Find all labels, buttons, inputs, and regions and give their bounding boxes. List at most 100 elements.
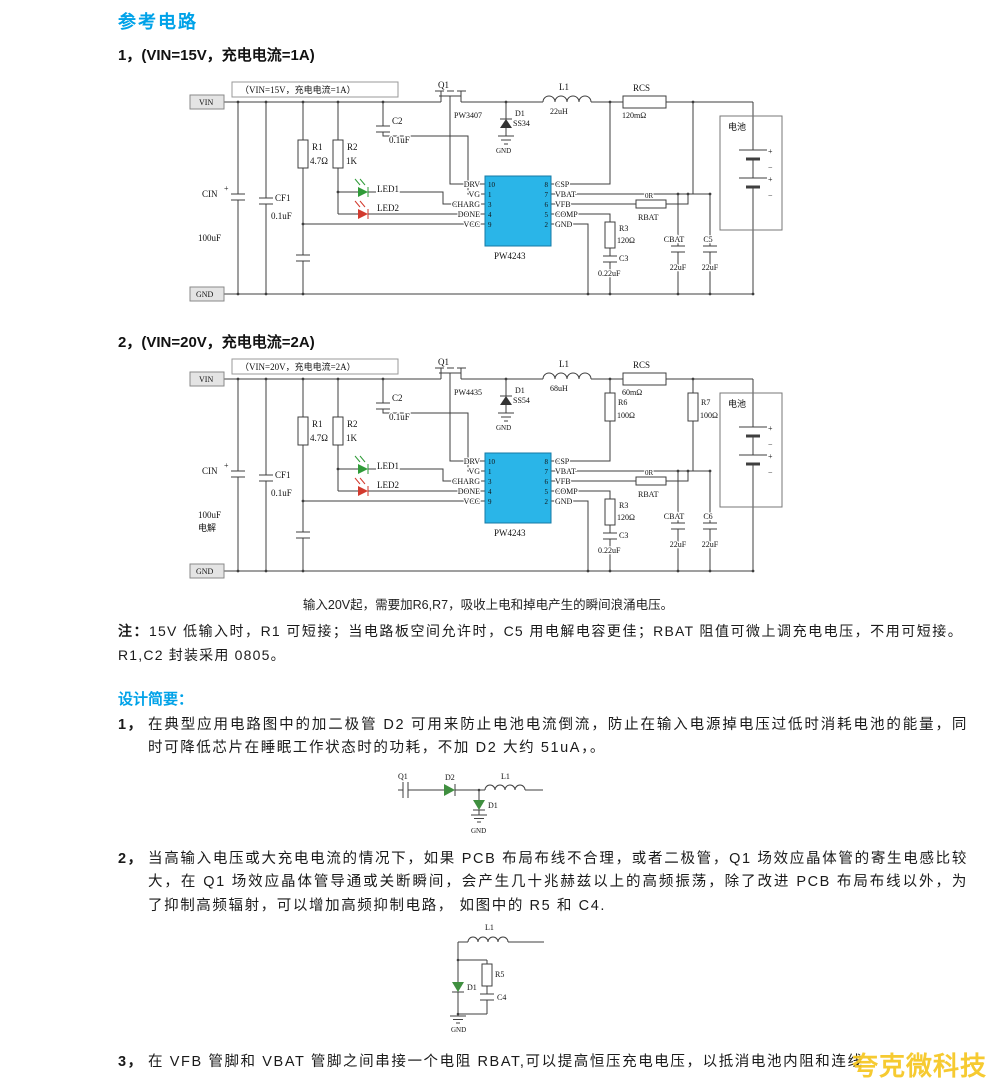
label-l1: L1 [501,772,510,781]
battery-plus-mark: + [768,175,773,184]
ic-pin-name: GND [555,497,573,506]
note-prefix: 注： [118,623,150,639]
label-cout: C5 [703,235,712,244]
resistor-r3-body [604,498,616,526]
label-rbat: RBAT [638,213,659,222]
label-ic-part: PW4243 [494,528,526,538]
ic-body [484,452,552,524]
ic-pin-number: 4 [488,488,492,496]
label-l1-value: 22uH [550,107,568,116]
design-item-3: 3， 在 VFB 管脚和 VBAT 管脚之间串接一个电阻 RBAT,可以提高恒压… [118,1051,968,1074]
cin-polarity-mark: + [224,461,229,470]
battery-plus-mark: + [768,424,773,433]
label-cin-value: 100uF [198,233,221,243]
ic-pin-number: 1 [488,468,492,476]
schematic-caption: （VIN=15V，充电电流=1A） [240,84,356,95]
item2-number: 2， [118,851,144,867]
ic-pin-number: 8 [545,458,549,466]
battery-plus-mark: + [768,147,773,156]
label-rcs: RCS [633,83,650,93]
diode-d1-symbol [500,119,512,128]
note-body: 15V 低输入时，R1 可短接；当电路板空间允许时，C5 用电解电容更佳；RBA… [118,623,963,663]
label-cin-value: 100uF [198,510,221,520]
ic-pin-number: 2 [545,221,549,229]
gnd-terminal [189,563,225,579]
ic-pin-number: 4 [488,211,492,219]
label-c2: C2 [392,116,403,126]
label-q1: Q1 [398,772,408,781]
label-r3: R3 [619,224,628,233]
schematic-caption: （VIN=20V，充电电流=2A） [240,361,356,372]
label-r2: R2 [347,142,358,152]
battery-symbol [719,392,783,508]
label-cout-value: 22uF [702,540,719,549]
battery-minus-mark: − [768,191,773,200]
label-c3: C3 [619,254,628,263]
label-c4: C4 [497,993,506,1002]
ic-pin-number: 5 [545,488,549,496]
resistor-r1-body [297,416,309,446]
label-ic-part: PW4243 [494,251,526,261]
label-c2-value: 0.1uF [389,135,410,145]
application-note: 注：15V 低输入时，R1 可短接；当电路板空间允许时，C5 用电解电容更佳；R… [118,620,963,668]
ic-pin-name: VCC [464,497,480,506]
label-led2: LED2 [377,480,399,490]
ic-pin-number: 1 [488,191,492,199]
page-title: 参考电路 [118,12,198,32]
circuit1-schematic: （VIN=15V，充电电流=1A） VIN GND CIN 100uF + CF… [188,80,788,315]
label-r5: R5 [495,970,504,979]
ic-pin-number: 3 [488,478,492,486]
schematic-wires [224,367,754,572]
label-cbat: CBAT [664,512,685,521]
resistor-r2-body [332,139,344,169]
vin-terminal [189,94,225,110]
ic-body [484,175,552,247]
ic-pin-name: VG [468,190,480,199]
caption-box [231,81,399,98]
label-d2: D2 [445,773,455,782]
section1-heading: 1，(VIN=15V，充电电流=1A) [118,47,315,64]
label-c2: C2 [392,393,403,403]
label-l1: L1 [559,82,569,92]
diagram-d2-protection: Q1 D2 D1 L1 GND [395,770,555,850]
label-d1: D1 [467,983,477,992]
label-d1-gnd: GND [496,424,511,432]
circuit2-schematic: R6 100Ω R7 100Ω [188,357,788,592]
label-r1-value: 4.7Ω [310,433,328,443]
ic-pin-name: DRV [464,457,480,466]
label-rcs-value: 60mΩ [622,388,642,397]
label-led2: LED2 [377,203,399,213]
label-rcs-value: 120mΩ [622,111,646,120]
label-cout-value: 22uF [702,263,719,272]
label-r7-value: 100Ω [700,411,718,420]
item2-text: 当高输入电压或大充电电流的情况下，如果 PCB 布局布线不合理，或者二极管，Q1… [148,851,968,914]
diode-d1-symbol [452,982,464,992]
label-r3-value: 120Ω [617,513,635,522]
resistor-0r-body [635,476,667,486]
ic-pin-number: 2 [545,498,549,506]
resistor-r2-body [332,416,344,446]
ic-pin-number: 9 [488,498,492,506]
ic-pin-name: COMP [555,210,578,219]
resistor-r6: R6 100Ω [604,392,635,422]
ic-pin-number: 8 [545,181,549,189]
label-r6: R6 [618,398,627,407]
vin-label: VIN [199,98,213,107]
ic-pin-number: 7 [545,191,549,199]
label-r3: R3 [619,501,628,510]
section2-heading: 2，(VIN=20V，充电电流=2A) [118,334,315,351]
label-cout: C6 [703,512,712,521]
label-d1: D1 [515,386,525,395]
label-cin-type: 电解 [198,522,216,533]
schematic-wires [450,936,544,1024]
battery-plus-mark: + [768,452,773,461]
ic-pin-number: 6 [545,201,549,209]
led1-symbol [354,178,369,197]
label-r1: R1 [312,142,323,152]
item3-text: 在 VFB 管脚和 VBAT 管脚之间串接一个电阻 RBAT,可以提高恒压充电电… [148,1054,864,1070]
label-c2-value: 0.1uF [389,412,410,422]
label-d1: D1 [488,801,498,810]
battery-symbol [719,115,783,231]
label-cbat-value: 22uF [670,263,687,272]
